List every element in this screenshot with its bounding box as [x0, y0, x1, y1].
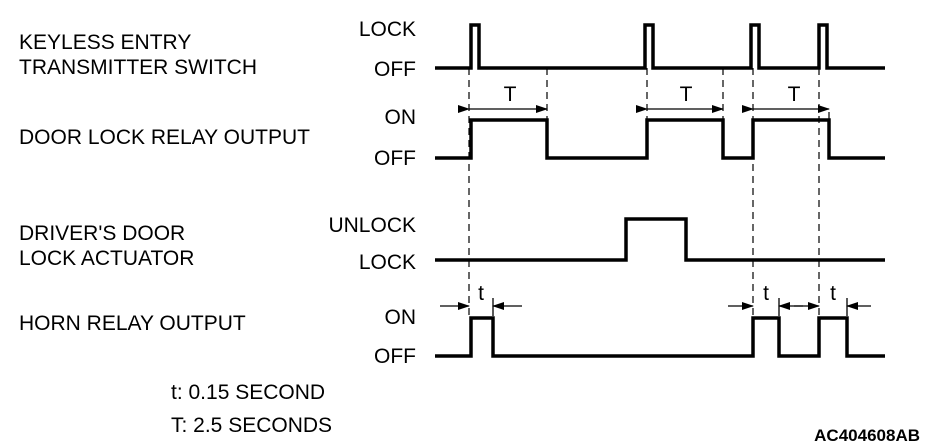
waveform-transmitter [435, 23, 885, 70]
short-duration-label-t-1: t [478, 282, 484, 305]
level-label-relay-high: ON [385, 106, 417, 129]
signal-name-transmitter-line1: KEYLESS ENTRY [19, 31, 191, 54]
level-label-relay-low: OFF [374, 147, 416, 170]
waveform-door-lock-relay [435, 118, 885, 160]
duration-label-T-2: T [680, 83, 693, 106]
note-short-duration: t: 0.15 SECOND [171, 381, 325, 404]
duration-label-T-3: T [788, 83, 801, 106]
level-label-horn-high: ON [385, 306, 417, 329]
waveform-door-actuator [435, 217, 885, 262]
signal-name-door-actuator-line2: LOCK ACTUATOR [19, 247, 194, 270]
level-label-horn-low: OFF [374, 345, 416, 368]
level-label-actuator-low: LOCK [359, 251, 416, 274]
waveform-horn-relay [435, 316, 885, 358]
signal-name-horn-relay: HORN RELAY OUTPUT [19, 312, 246, 335]
level-label-transmitter-high: LOCK [359, 18, 416, 41]
signal-name-door-lock-relay: DOOR LOCK RELAY OUTPUT [19, 126, 310, 149]
signal-name-door-actuator-line1: DRIVER'S DOOR [19, 222, 185, 245]
level-label-transmitter-low: OFF [374, 58, 416, 81]
figure-id: AC404608AB [814, 426, 920, 445]
short-duration-label-t-3: t [830, 282, 836, 305]
note-long-duration: T: 2.5 SECONDS [171, 414, 332, 437]
level-label-actuator-high: UNLOCK [328, 214, 416, 237]
duration-label-T-1: T [504, 83, 517, 106]
signal-name-transmitter-line2: TRANSMITTER SWITCH [19, 56, 257, 79]
short-duration-label-t-2: t [763, 282, 769, 305]
